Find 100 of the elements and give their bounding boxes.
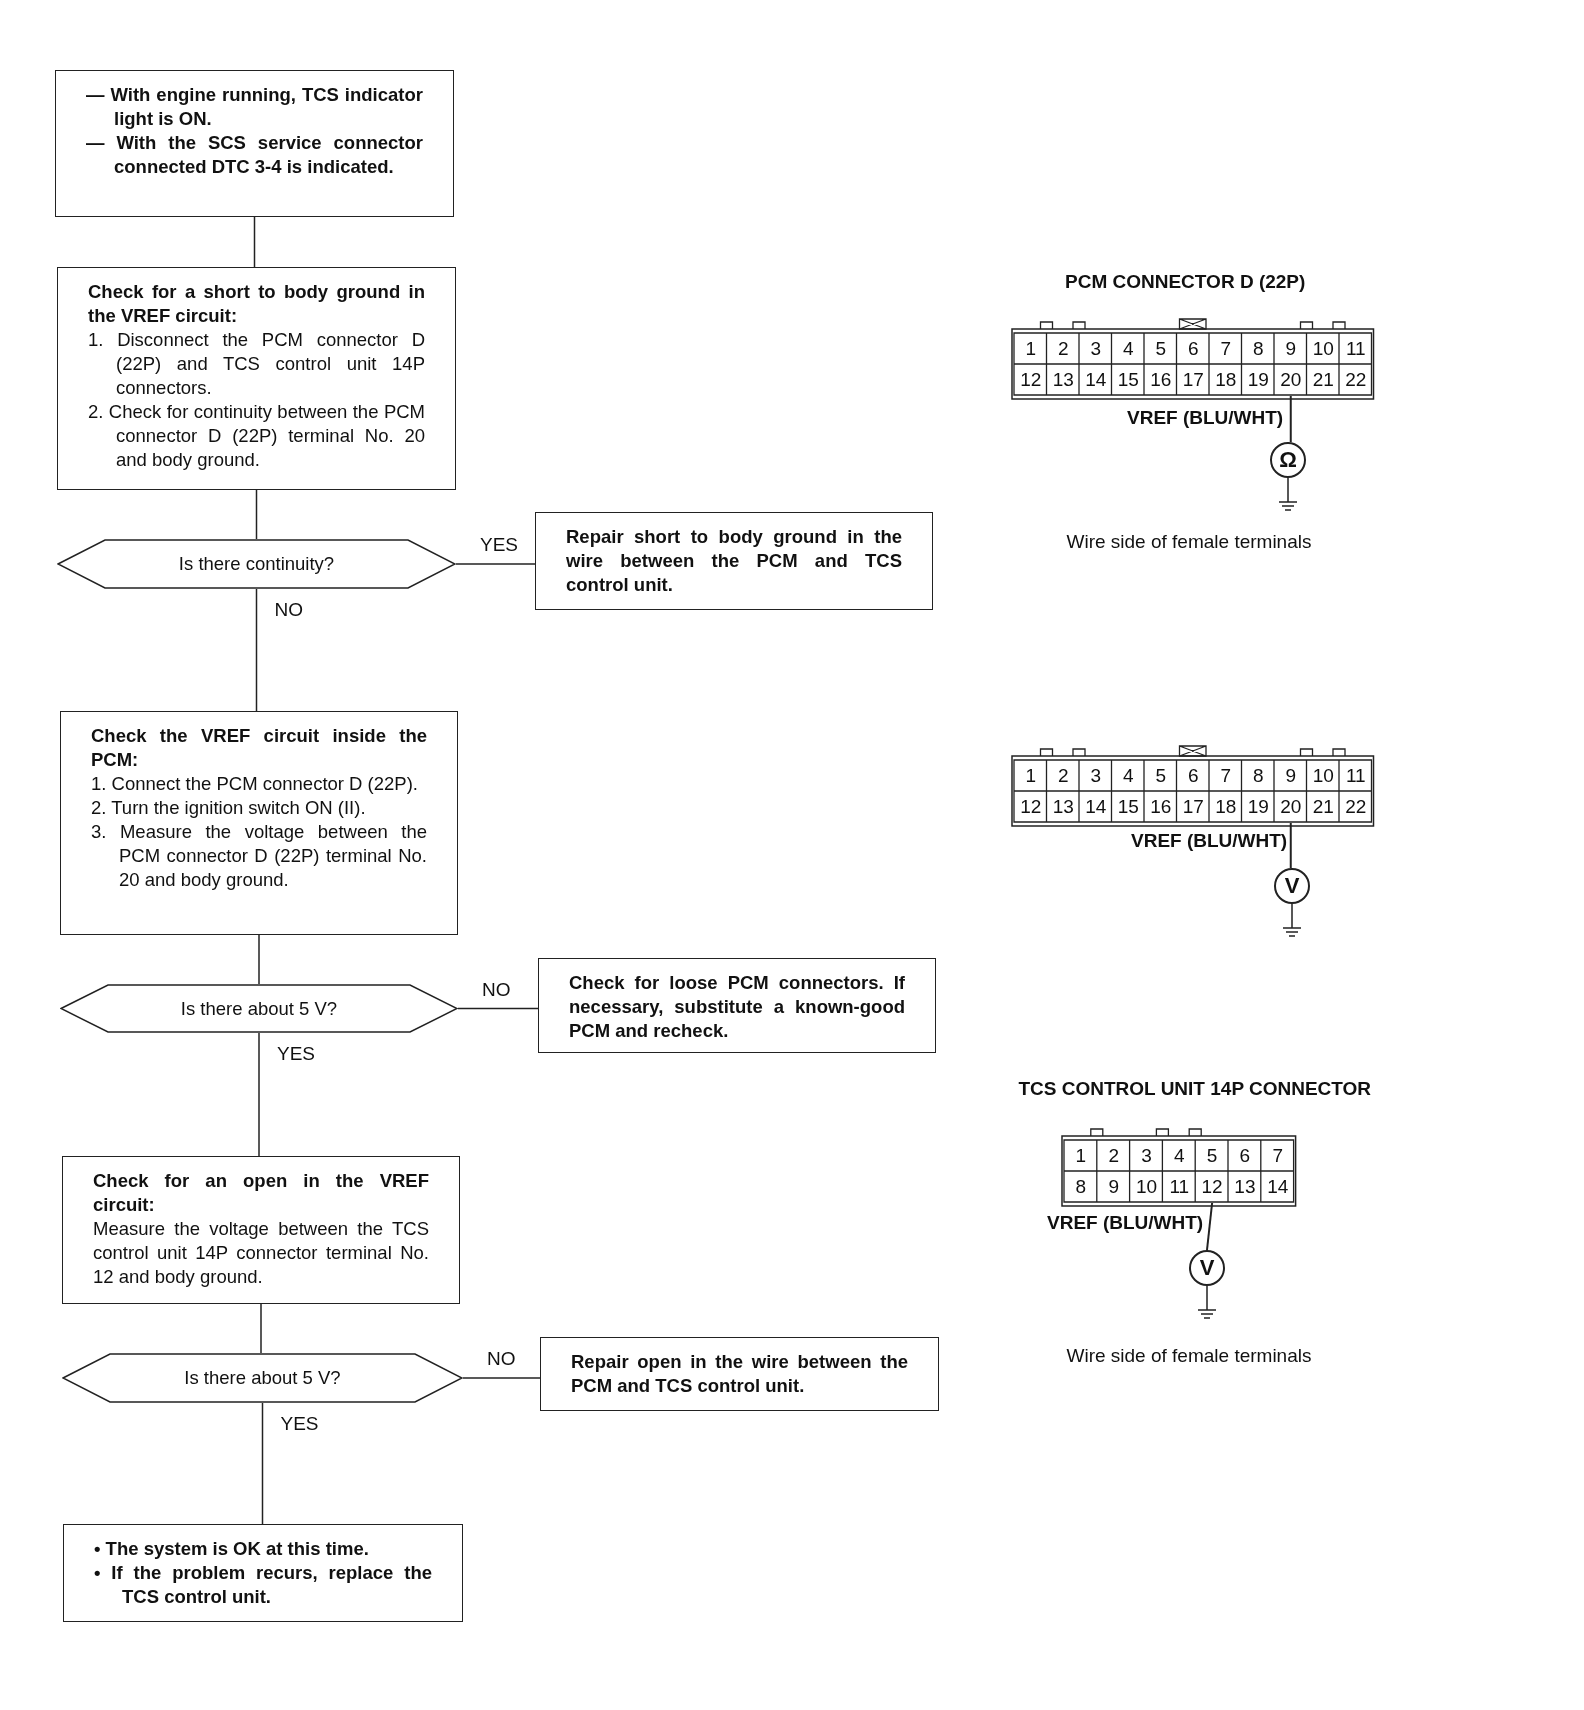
process-box — [57, 267, 456, 490]
decision-diamond — [60, 984, 458, 1033]
question-text: Is there about 5 V? — [180, 996, 338, 1021]
terminal-number: 14 — [1084, 795, 1108, 819]
view-note: Wire side of female terminals — [1066, 1345, 1312, 1367]
terminal-number: 3 — [1089, 764, 1103, 788]
step-text: Check the VREF circuit inside the PCM: — [91, 724, 427, 772]
terminal-number: 6 — [1238, 1144, 1252, 1168]
step-text: Repair open in the wire between the PCM and TCS control unit. — [571, 1350, 908, 1398]
process-box — [55, 70, 454, 217]
process-box — [540, 1337, 939, 1411]
terminal-number: 16 — [1149, 368, 1173, 392]
terminal-number: 9 — [1107, 1175, 1120, 1199]
terminal-number: 4 — [1121, 764, 1135, 788]
connector-line — [455, 563, 536, 565]
step-text: 2. Check for continuity between the PCM connector D (22P) terminal No. 20 and body ground. — [88, 400, 425, 472]
terminal-number: 16 — [1149, 795, 1173, 819]
process-box — [60, 711, 458, 935]
wire-label: VREF (BLU/WHT) — [1047, 1212, 1204, 1234]
wire-line — [1289, 395, 1292, 443]
connector-line — [255, 489, 258, 540]
connector-line — [462, 1377, 541, 1379]
connector-title: PCM CONNECTOR D (22P) — [1065, 271, 1306, 293]
terminal-number: 9 — [1284, 337, 1298, 361]
terminal-number: 5 — [1154, 337, 1168, 361]
terminal-number: 8 — [1251, 337, 1265, 361]
terminal-number: 19 — [1246, 795, 1270, 819]
terminal-number: 7 — [1219, 337, 1233, 361]
step-text: 2. Turn the ignition switch ON (II). — [91, 796, 367, 820]
terminal-number: 1 — [1074, 1144, 1088, 1168]
process-box — [62, 1156, 460, 1304]
terminal-number: 17 — [1181, 795, 1205, 819]
terminal-number: 21 — [1311, 795, 1335, 819]
wire-line — [1206, 1202, 1214, 1251]
terminal-number: 10 — [1311, 764, 1335, 788]
process-box — [535, 512, 933, 610]
step-text: Check for loose PCM connectors. If necessary, substitute a known-good PCM and recheck. — [569, 971, 905, 1043]
terminal-number: 2 — [1056, 337, 1070, 361]
terminal-number: 7 — [1271, 1144, 1284, 1168]
terminal-number: 6 — [1186, 764, 1200, 788]
terminal-number: 1 — [1024, 337, 1038, 361]
connector-line — [258, 934, 260, 985]
terminal-number: 3 — [1140, 1144, 1153, 1168]
terminal-number: 2 — [1056, 764, 1070, 788]
terminal-number: 8 — [1251, 764, 1265, 788]
connector-line — [457, 1007, 539, 1010]
connector-line — [258, 1032, 260, 1157]
terminal-number: 18 — [1214, 368, 1238, 392]
terminal-number: 3 — [1089, 337, 1103, 361]
step-text: Check for a short to body ground in the VREF circuit: — [88, 280, 425, 328]
decision-diamond — [57, 539, 456, 589]
step-text: Check for an open in the VREF circuit: — [93, 1169, 429, 1217]
terminal-number: 1 — [1024, 764, 1038, 788]
step-text: 1. Connect the PCM connector D (22P). — [91, 772, 419, 796]
terminal-number: 12 — [1019, 368, 1043, 392]
terminal-number: 12 — [1195, 1171, 1229, 1203]
terminal-number: 19 — [1246, 368, 1270, 392]
step-text: • The system is OK at this time. — [94, 1537, 370, 1561]
terminal-number: 14 — [1084, 368, 1108, 392]
wire-label: VREF (BLU/WHT) — [1127, 407, 1284, 429]
step-text: • If the problem recurs, replace the TCS control unit. — [94, 1561, 432, 1609]
process-box — [538, 958, 936, 1053]
terminal-number: 8 — [1074, 1175, 1088, 1199]
step-text: Measure the voltage between the TCS control unit 14P connector terminal No. 12 and body ground. — [93, 1217, 429, 1289]
step-text: 3. Measure the voltage between the PCM connector D (22P) terminal No. 20 and body ground. — [91, 820, 427, 892]
terminal-number: 13 — [1233, 1175, 1257, 1199]
step-text: Repair short to body ground in the wire between the PCM and TCS control unit. — [566, 525, 902, 597]
terminal-number: 13 — [1051, 368, 1075, 392]
terminal-number: 21 — [1311, 368, 1335, 392]
question-text: Is there continuity? — [178, 552, 335, 576]
connector-line — [253, 216, 256, 268]
connector-line — [255, 588, 258, 712]
terminal-number: 20 — [1274, 791, 1308, 823]
terminal-number: 4 — [1173, 1144, 1186, 1168]
terminal-number: 15 — [1116, 368, 1140, 392]
terminal-number: 20 — [1274, 364, 1308, 396]
terminal-number: 22 — [1344, 795, 1368, 819]
terminal-number: 18 — [1214, 795, 1238, 819]
terminal-number: 4 — [1121, 337, 1135, 361]
terminal-number: 6 — [1186, 337, 1200, 361]
terminal-number: 10 — [1311, 337, 1335, 361]
terminal-number: 5 — [1154, 764, 1168, 788]
terminal-number: 17 — [1181, 368, 1205, 392]
wire-line — [1289, 822, 1292, 869]
step-text: 1. Disconnect the PCM connector D (22P) and TCS control unit 14P connectors. — [88, 328, 425, 400]
decision-diamond — [62, 1353, 463, 1403]
connector-line — [260, 1303, 262, 1354]
connector-title: TCS CONTROL UNIT 14P CONNECTOR — [1018, 1078, 1372, 1100]
terminal-number: 10 — [1134, 1175, 1159, 1199]
terminal-number: 12 — [1019, 795, 1043, 819]
terminal-number: 5 — [1205, 1144, 1219, 1168]
terminal-number: 11 — [1168, 1175, 1191, 1199]
wire-label: VREF (BLU/WHT) — [1131, 830, 1288, 852]
process-box — [63, 1524, 463, 1622]
meter-symbol: Ω — [1270, 442, 1306, 478]
step-text: — With the SCS service connector connected DTC 3-4 is indicated. — [86, 131, 423, 179]
terminal-number: 14 — [1266, 1175, 1290, 1199]
step-text: — With engine running, TCS indicator light is ON. — [86, 83, 423, 131]
terminal-number: 22 — [1344, 368, 1368, 392]
meter-symbol: V — [1189, 1250, 1225, 1286]
